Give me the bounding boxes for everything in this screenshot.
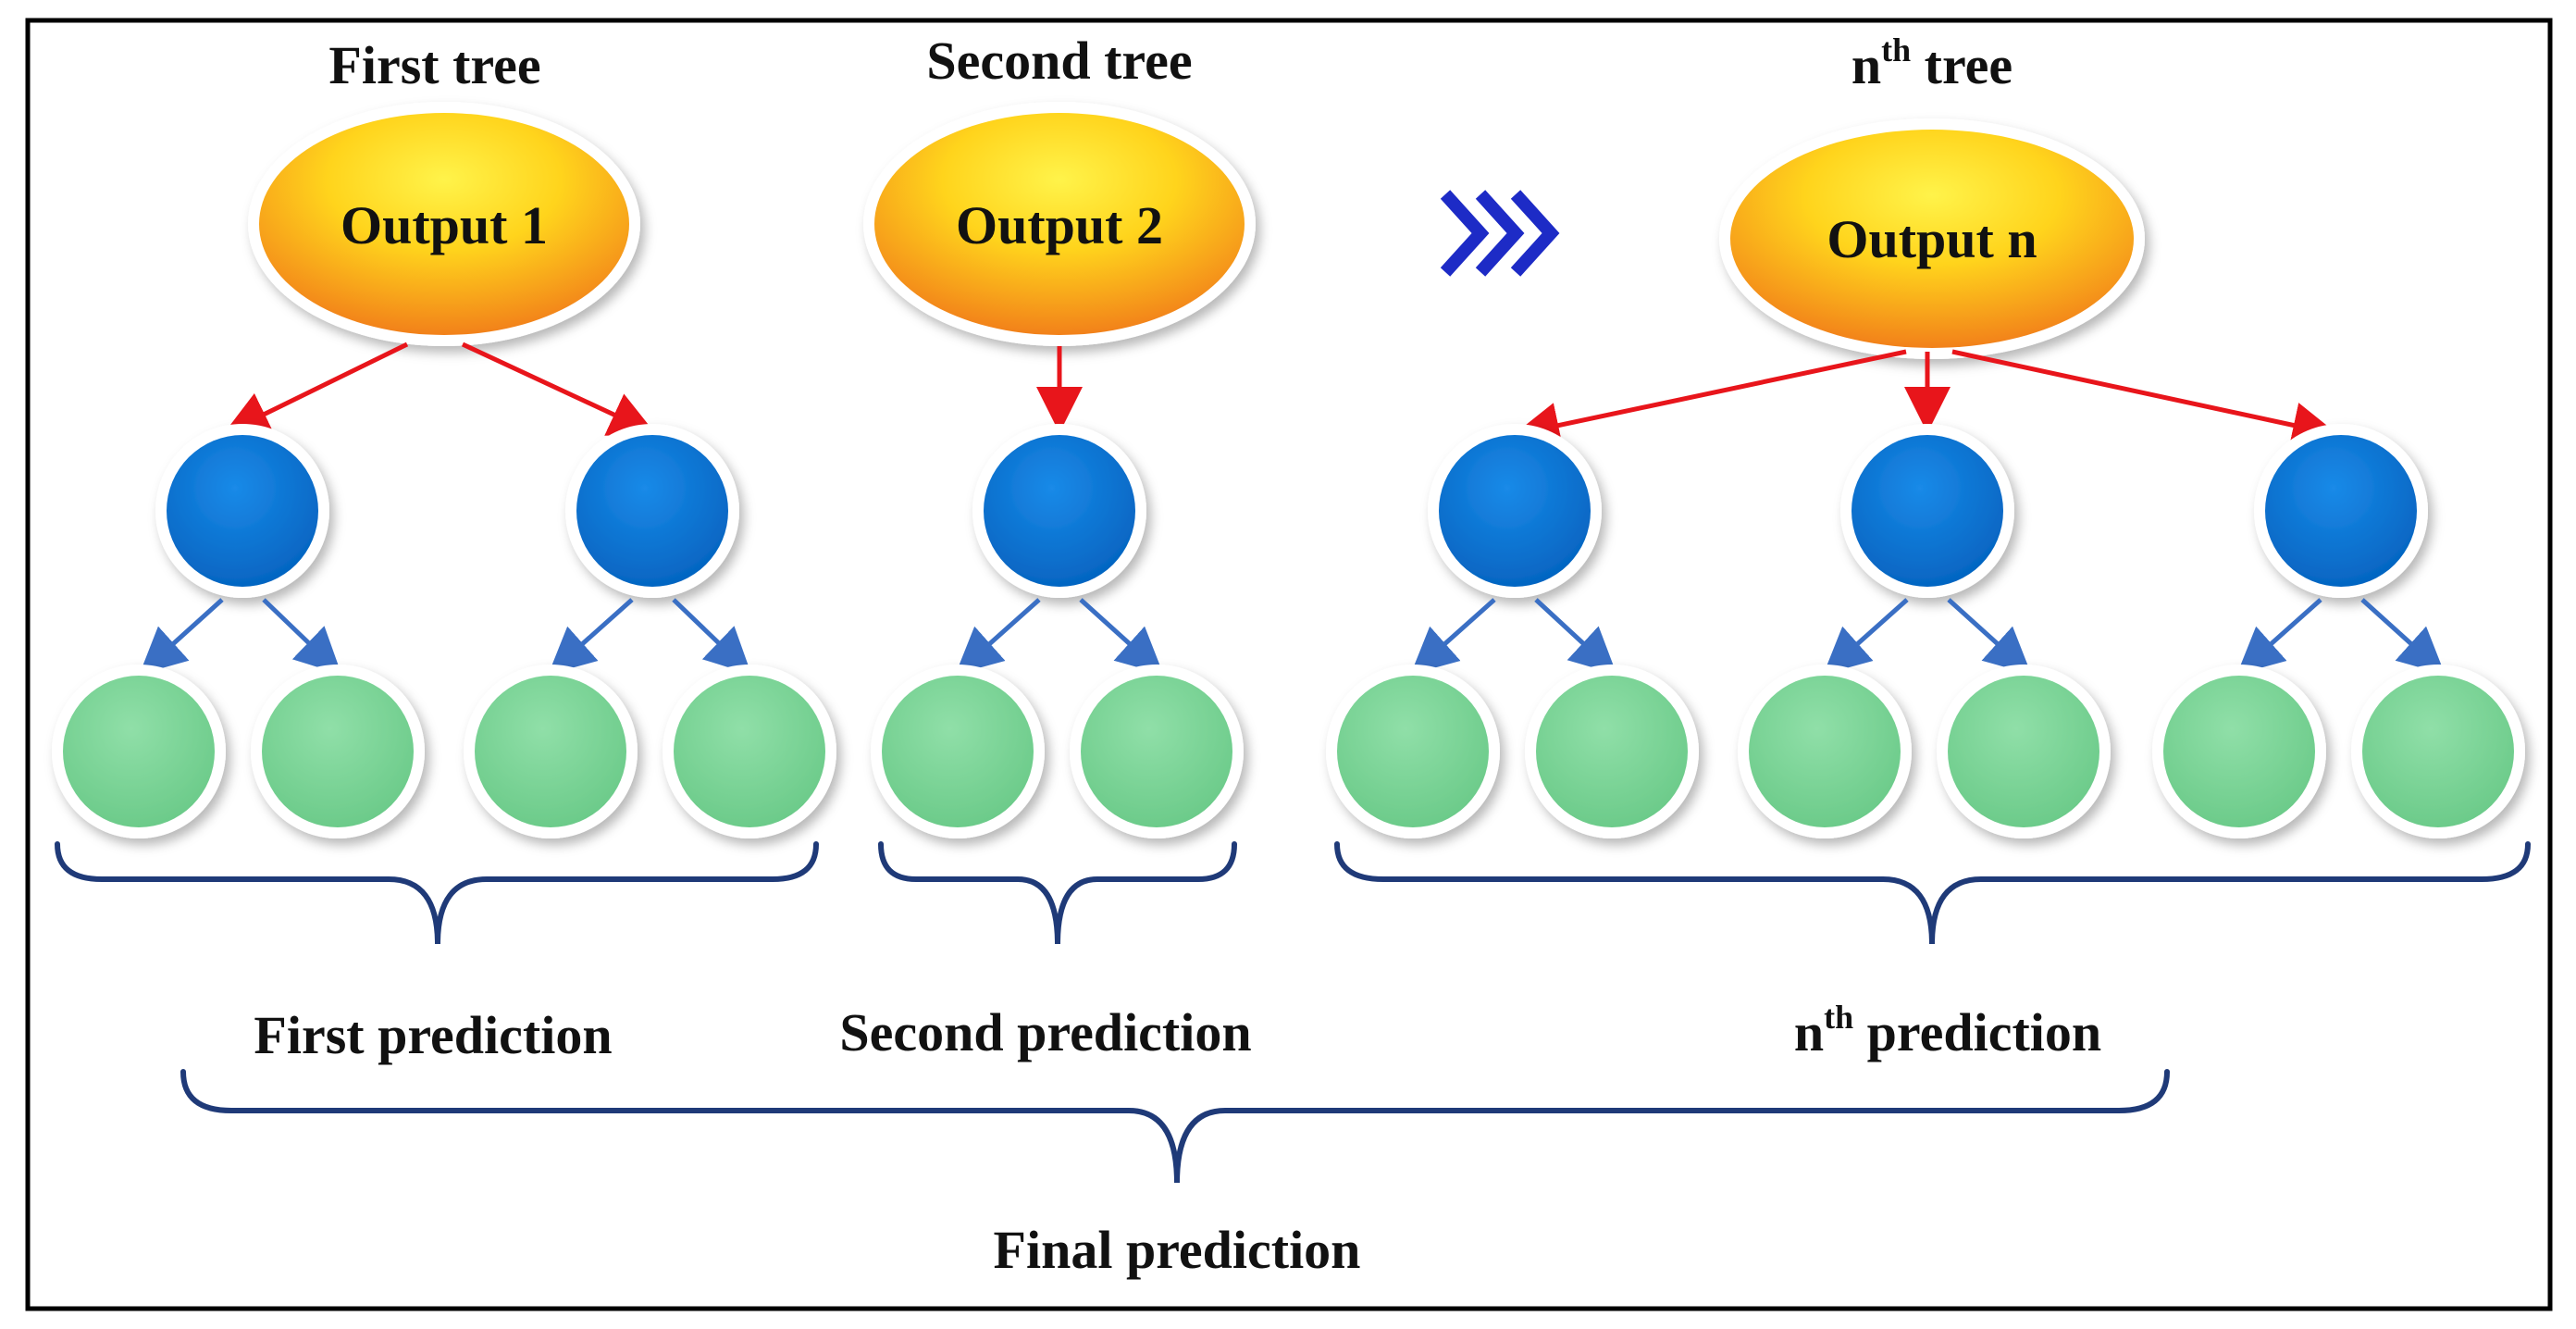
brace-first-tree [55, 841, 819, 945]
leaf-node [1525, 664, 1699, 838]
tree-title-second: Second tree [926, 31, 1192, 91]
brace-nth-tree [1334, 841, 2531, 945]
root-node-nth: Output n [1719, 118, 2145, 359]
leaf-node [2351, 664, 2525, 838]
leaf-node [1738, 664, 1912, 838]
internal-node [1840, 424, 2014, 598]
brace-final [180, 1069, 2170, 1184]
prediction-label-first: First prediction [254, 1005, 612, 1065]
root-node-first: Output 1 [248, 102, 640, 346]
leaf-node [663, 664, 836, 838]
root-label: Output n [1827, 209, 2037, 269]
final-prediction-label: Final prediction [994, 1220, 1361, 1280]
internal-node [155, 424, 329, 598]
prediction-label-nth: nth prediction [1794, 999, 2101, 1062]
leaf-node [52, 664, 226, 838]
leaf-node [1070, 664, 1244, 838]
leaf-node [251, 664, 425, 838]
root-node-second: Output 2 [863, 102, 1256, 346]
leaf-node [2152, 664, 2326, 838]
leaf-node [464, 664, 638, 838]
leaf-node [1937, 664, 2111, 838]
continuation-chevrons-icon [1440, 190, 1560, 277]
tree-braces [55, 841, 2531, 945]
tree-title-nth: nth tree [1852, 31, 2012, 95]
leaf-node [871, 664, 1045, 838]
internal-to-leaf-arrows [139, 598, 2446, 675]
internal-node [972, 424, 1146, 598]
internal-nodes [155, 424, 2428, 598]
root-label: Output 1 [341, 195, 548, 255]
root-to-internal-arrows [223, 342, 2339, 449]
brace-second-tree [878, 841, 1237, 945]
leaf-nodes [52, 664, 2525, 838]
internal-node [1428, 424, 1602, 598]
root-label: Output 2 [956, 195, 1163, 255]
tree-title-first: First tree [328, 35, 540, 95]
internal-node [565, 424, 739, 598]
internal-node [2254, 424, 2428, 598]
leaf-node [1326, 664, 1500, 838]
prediction-label-second: Second prediction [839, 1002, 1251, 1062]
